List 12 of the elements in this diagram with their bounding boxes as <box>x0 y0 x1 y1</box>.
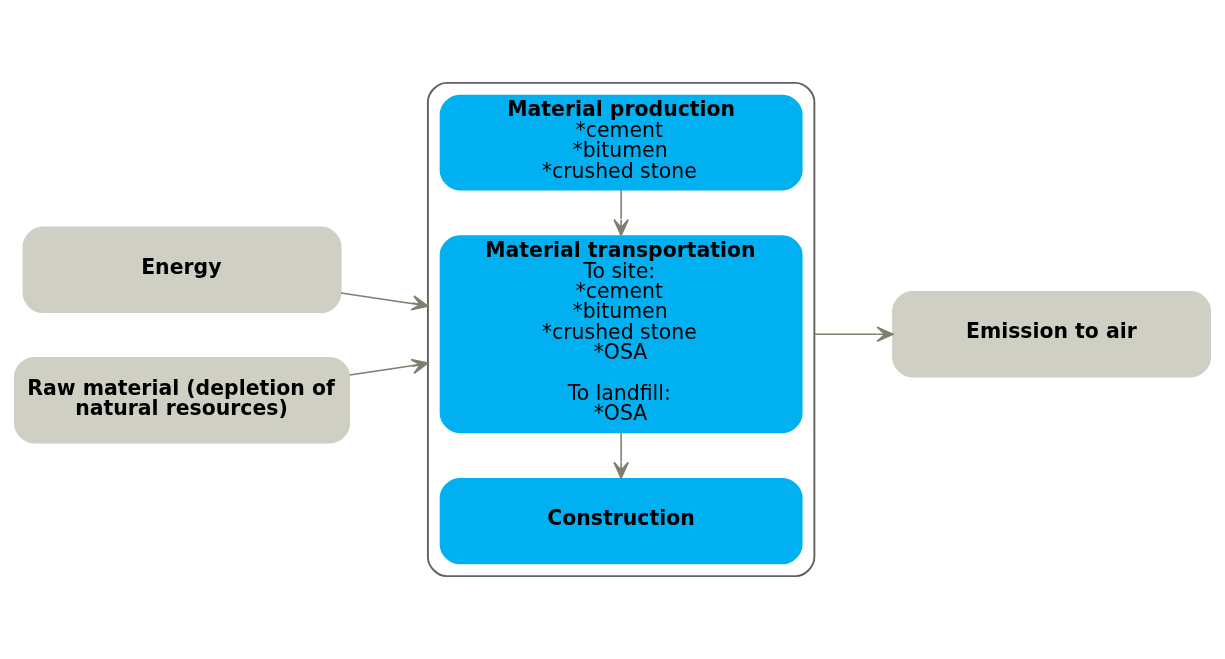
arrow <box>348 358 429 376</box>
node-box: Construction <box>439 477 803 565</box>
node-box: Raw material (depletion of natural resources) <box>13 357 351 444</box>
arrow <box>813 326 894 343</box>
arrow <box>613 431 629 479</box>
arrow <box>613 188 629 237</box>
node-box: Energy <box>22 226 342 313</box>
arrow <box>340 292 429 311</box>
node-box: Material production *cement *bitumen *crushed stone <box>439 94 803 191</box>
cluster <box>426 81 816 578</box>
node-box: Material transportation To site: *cement *bitumen *crushed stone *OSA To landfill: *OSA <box>439 235 803 434</box>
node-box: Emission to air <box>892 291 1212 378</box>
